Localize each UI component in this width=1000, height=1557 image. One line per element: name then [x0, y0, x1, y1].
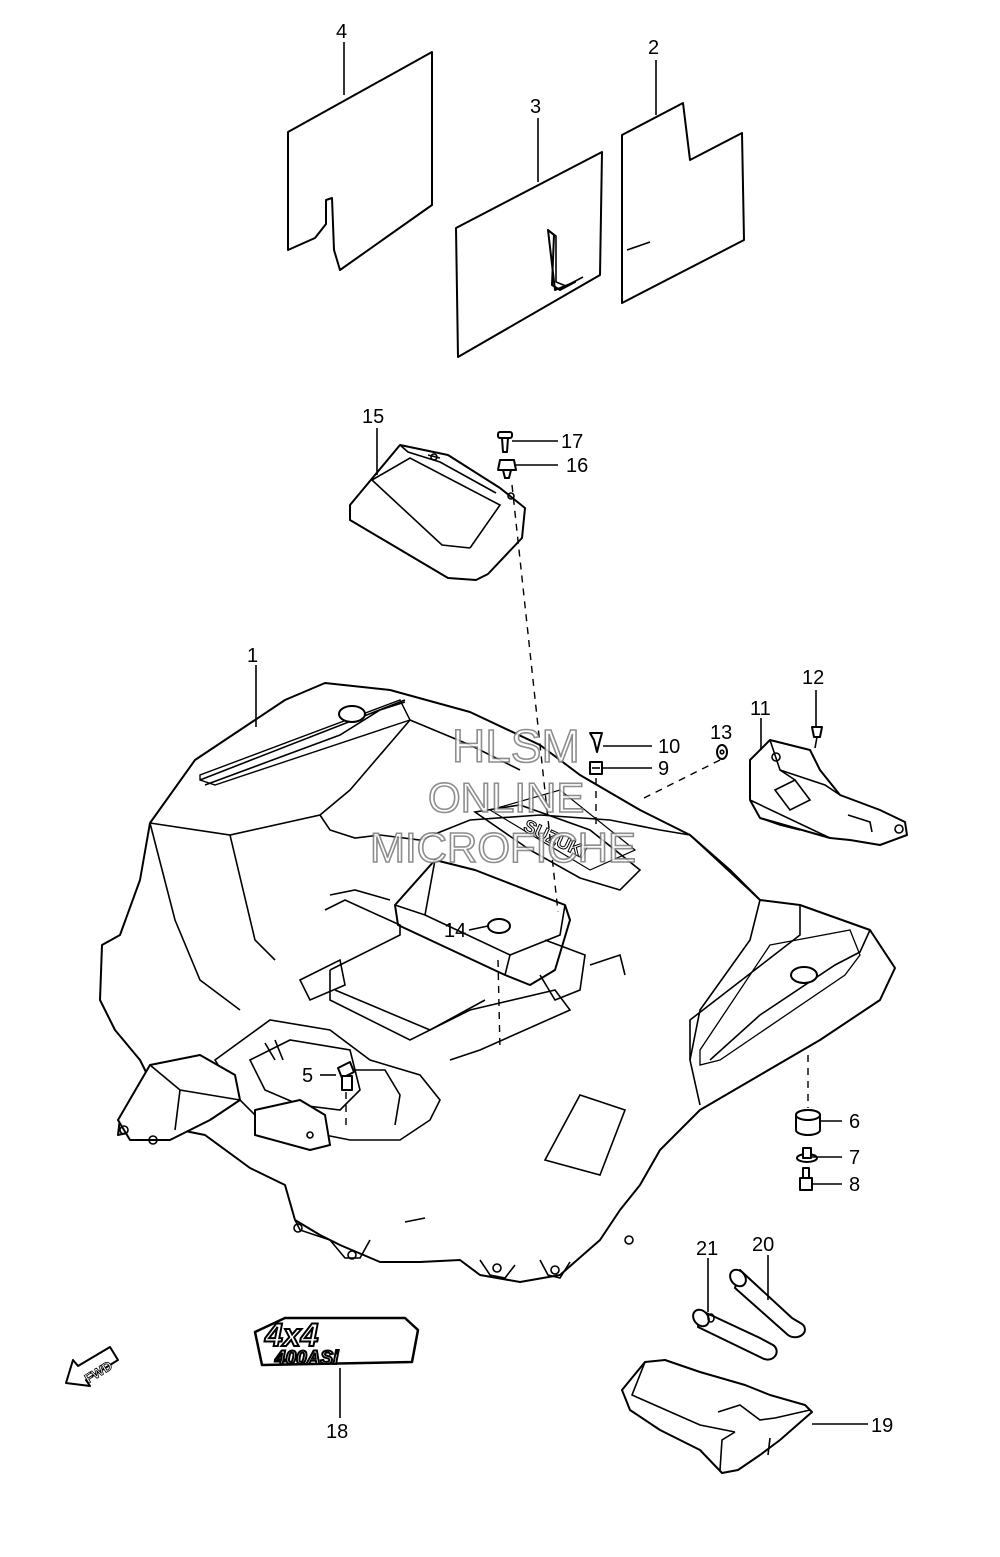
callout-13: 13: [710, 722, 732, 744]
callout-1: 1: [247, 645, 258, 667]
callout-11: 11: [750, 698, 771, 720]
callout-18: 18: [326, 1421, 348, 1443]
screw-17: [497, 431, 513, 453]
callout-21: 21: [696, 1238, 718, 1260]
watermark: HLSM ONLINE MICROFICHE: [369, 719, 637, 872]
callout-17: 17: [561, 431, 583, 453]
callout-8: 8: [849, 1174, 860, 1196]
callout-9: 9: [658, 758, 669, 780]
bracket-11: [749, 739, 908, 846]
collar-7: [796, 1147, 818, 1163]
nut-9: [589, 761, 603, 775]
leader-lines: [255, 42, 868, 1425]
clip-16: [497, 459, 517, 479]
emblem-top-text: 4x4: [264, 1317, 319, 1353]
callout-10: 10: [658, 736, 680, 758]
callout-labels: 4 2 3 15 17 16 1 12 11 13 10 9 14 5 6 7 …: [247, 21, 893, 1443]
callout-4: 4: [336, 21, 347, 43]
grommet-6: [795, 1109, 821, 1136]
washer-13: [716, 744, 728, 760]
bolt-8: [799, 1167, 813, 1191]
screw-12: [811, 726, 823, 749]
callout-12: 12: [802, 667, 824, 689]
spacer-20: [729, 1268, 806, 1339]
callout-6: 6: [849, 1111, 860, 1133]
decal-4: [287, 51, 433, 271]
callout-7: 7: [849, 1147, 860, 1169]
forward-arrow-icon: FWD: [65, 1346, 119, 1387]
rear-fender-1: SUZUKI: [99, 682, 896, 1283]
watermark-line-2: ONLINE: [428, 774, 584, 821]
callout-19: 19: [871, 1415, 893, 1437]
watermark-line-3: MICROFICHE: [370, 824, 636, 871]
callout-15: 15: [362, 406, 384, 428]
emblem-18: 4x4 400ASi: [253, 1316, 420, 1370]
bolt-5: [337, 1061, 355, 1091]
storage-tray-15: [349, 444, 526, 581]
spacer-21: [692, 1308, 778, 1361]
assembly-lines: [345, 484, 809, 1130]
callout-16: 16: [566, 455, 588, 477]
screw-10: [589, 732, 603, 753]
decal-3: [455, 151, 603, 358]
callout-3: 3: [530, 96, 541, 118]
emblem-bottom-text: 400ASi: [274, 1348, 339, 1369]
callout-2: 2: [648, 37, 659, 59]
callout-14: 14: [444, 920, 466, 942]
cover-19: [621, 1359, 813, 1474]
callout-5: 5: [302, 1065, 313, 1087]
decal-2: [621, 102, 745, 304]
watermark-line-1: HLSM: [452, 720, 580, 772]
callout-20: 20: [752, 1234, 774, 1256]
